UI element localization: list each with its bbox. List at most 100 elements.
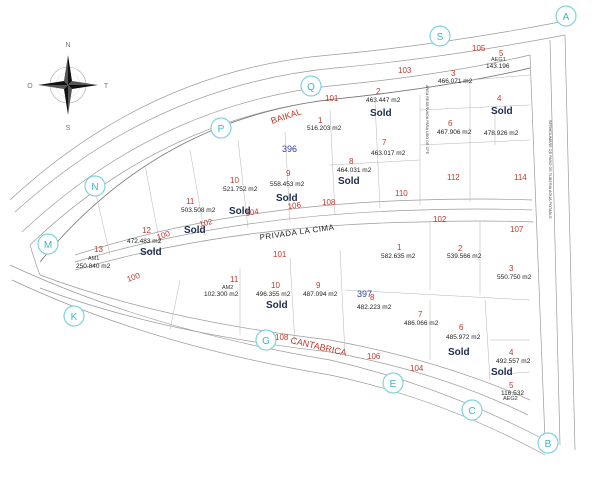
svg-text:102.300 m2: 102.300 m2 [204,291,239,298]
svg-text:486.066 m2: 486.066 m2 [404,320,439,327]
block-396-lot-lines [39,67,531,263]
svg-text:C: C [468,406,475,417]
sold-badge: Sold [184,225,206,236]
svg-text:9: 9 [286,169,291,178]
lot-card[interactable]: 10 521.752 m2 Sold [223,176,258,217]
svg-text:8: 8 [349,157,354,166]
svg-text:11: 11 [230,275,239,284]
block-397-lots: 1 582.635 m2 2 539.566 m2 3 550.750 m2 7… [204,243,532,402]
svg-text:466.071 m2: 466.071 m2 [438,78,473,85]
block-397-label: 397 [357,289,372,299]
marker-p[interactable]: P [210,117,232,139]
lot-card[interactable]: 9 558.453 m2 Sold [270,169,305,204]
road-network [9,21,576,456]
lot-card[interactable]: 4 Sold [491,94,513,117]
svg-text:A: A [563,12,570,23]
svg-text:582.635 m2: 582.635 m2 [381,253,416,260]
lot-card[interactable]: 3 550.750 m2 [497,264,532,281]
svg-text:1: 1 [318,116,323,125]
lot-card[interactable]: 1 516.203 m2 [307,116,342,132]
svg-text:539.566 m2: 539.566 m2 [447,253,482,260]
svg-text:487.094 m2: 487.094 m2 [303,291,338,298]
svg-text:AM1: AM1 [88,256,99,262]
svg-text:516.203 m2: 516.203 m2 [307,125,342,132]
address-number: 114 [514,173,527,182]
address-number: 110 [395,189,408,198]
cfe-note: AREA RESERVADA PARA USO DE CFE [425,85,429,155]
svg-text:Q: Q [307,82,315,93]
lot-card[interactable]: 12 472.483 m2 Sold [127,226,162,258]
marker-g[interactable]: G [255,329,277,351]
lot-card[interactable]: 8 482.223 m2 [357,293,392,311]
marker-b[interactable]: B [537,432,559,454]
svg-text:M: M [44,240,52,251]
block-396-label: 396 [282,144,297,154]
marker-q[interactable]: Q [300,75,322,97]
lot-card[interactable]: 11 503.508 m2 Sold [181,197,216,236]
address-number: 104 [410,364,424,373]
lot-card[interactable]: 13 AM1 250.840 m2 [76,245,111,270]
sold-badge: Sold [448,347,470,358]
lot-card[interactable]: 2 539.566 m2 [447,244,482,260]
svg-text:485.972 m2: 485.972 m2 [446,334,481,341]
lot-card[interactable]: 1 582.635 m2 [381,243,416,260]
lot-card[interactable]: 6 485.972 m2 Sold [446,323,481,358]
svg-text:3: 3 [451,69,456,78]
marker-n[interactable]: N [84,175,106,197]
address-number: 104 [245,207,260,218]
svg-text:463.447 m2: 463.447 m2 [366,97,401,104]
address-number: 102 [433,215,447,224]
lot-card[interactable]: 3 466.071 m2 [438,69,473,85]
marker-c[interactable]: C [461,399,483,421]
lot-card[interactable]: 5 AEG1 143.196 [486,49,510,70]
lot-card[interactable]: 5 116.532 AEG2 [501,381,524,402]
marker-e[interactable]: E [382,372,404,394]
svg-text:472.483 m2: 472.483 m2 [127,238,162,245]
address-number: 103 [398,66,412,75]
lot-card[interactable]: 8 464.031 m2 Sold [337,157,372,187]
right-edge-note: SERVIDUMBRE DE PASO DE TUBERIA AGUA POTA… [548,120,552,219]
lot-card[interactable]: 9 487.094 m2 [303,281,338,298]
svg-text:521.752 m2: 521.752 m2 [223,186,258,193]
svg-text:5: 5 [509,381,514,390]
svg-text:116.532: 116.532 [501,390,524,397]
address-number: 105 [472,44,486,53]
marker-k[interactable]: K [63,305,85,327]
lot-card[interactable]: 7 463.017 m2 [371,138,406,157]
lot-card[interactable]: 11 AM2 102.300 m2 [204,275,239,298]
marker-m[interactable]: M [37,233,59,255]
address-number: 100 [156,229,172,242]
compass-rose: N S T O [27,42,109,132]
lot-card[interactable]: 4 492.557 m2 Sold [491,348,531,378]
svg-text:550.750 m2: 550.750 m2 [497,274,532,281]
svg-text:2: 2 [458,244,463,253]
svg-text:K: K [71,312,78,323]
svg-text:503.508 m2: 503.508 m2 [181,207,216,214]
marker-s[interactable]: S [429,25,451,47]
svg-text:AM2: AM2 [222,285,233,291]
lot-card[interactable]: 2 463.447 m2 Sold [366,87,401,119]
compass-north: N [65,42,70,49]
svg-text:1: 1 [397,243,402,252]
svg-text:5: 5 [499,49,504,58]
svg-text:4: 4 [497,94,502,103]
lot-card[interactable]: 478.926 m2 [484,130,519,137]
svg-text:B: B [545,439,552,450]
perimeter-markers: A S Q P N M K G E C B [37,5,577,454]
svg-text:S: S [437,32,444,43]
svg-text:7: 7 [382,138,387,147]
lot-card[interactable]: 10 496.355 m2 Sold [256,281,291,311]
lot-card[interactable]: 7 486.066 m2 [404,310,439,327]
svg-text:11: 11 [186,197,195,206]
svg-text:250.840 m2: 250.840 m2 [76,263,111,270]
address-number: 108 [275,333,289,342]
lot-card[interactable]: 6 467.906 m2 [437,119,472,136]
block-396-lots: 5 AEG1 143.196 3 466.071 m2 2 463.447 m2… [76,49,519,270]
marker-a[interactable]: A [555,5,577,27]
svg-text:467.906 m2: 467.906 m2 [437,129,472,136]
svg-text:482.223 m2: 482.223 m2 [357,304,392,311]
svg-text:478.926 m2: 478.926 m2 [484,130,519,137]
svg-text:10: 10 [230,176,239,185]
svg-text:143.196: 143.196 [486,63,510,70]
